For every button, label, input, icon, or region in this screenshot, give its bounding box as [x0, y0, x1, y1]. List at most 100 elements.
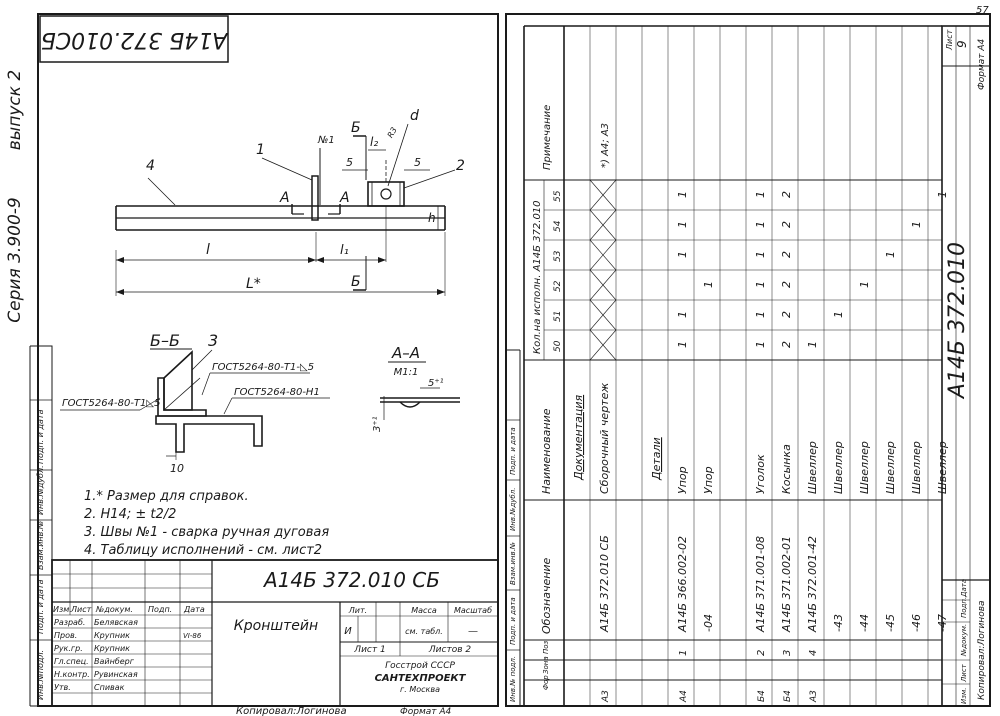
sheets-value: Листов 2 [428, 645, 471, 655]
row-name-8: Косынка [780, 444, 793, 494]
head-date: Дата [183, 605, 205, 614]
row-name-3: Детали [650, 437, 663, 481]
row-fmt-1: А3 [601, 690, 611, 703]
zone-label-zone: Зона [542, 656, 550, 674]
dim-b-bottom: Б [351, 274, 361, 290]
row-name-4: Упор [676, 466, 689, 494]
row-qty-8-0: 2 [780, 341, 793, 348]
role-name-2: Крупник [94, 644, 130, 653]
dim-5-left: 5 [346, 156, 353, 169]
header-col-51: 51 [553, 311, 563, 322]
right-copied: Копировал:Логинова [977, 600, 987, 700]
row-qty-12-3: 1 [884, 251, 897, 258]
r-side-label-2: Взам.инв.№ [509, 542, 517, 585]
row-designation-4: А14Б 366.002-02 [676, 536, 689, 633]
side-label-4: Подп. и дата [36, 409, 45, 464]
row-qty-13-4: 1 [910, 221, 923, 228]
row-qty-8-5: 2 [780, 191, 793, 198]
row-qty-4-5: 1 [676, 191, 689, 198]
right-code: А14Б 372.010 [945, 242, 970, 400]
side-label-2: Взам.инв.№ [36, 521, 45, 570]
row-qty-4-0: 1 [676, 341, 689, 348]
row-pos-4: 1 [678, 650, 689, 656]
dim-l1: l₁ [340, 243, 349, 258]
row-qty-5-2: 1 [702, 281, 715, 288]
zone-label-fmt: Фор [542, 675, 550, 690]
r-side-label-1: Подп. и дата [509, 597, 517, 645]
row-designation-11: -44 [858, 614, 871, 632]
right-side-stamp: Инв.№ подл. Подп. и дата Взам.инв.№ Инв.… [506, 349, 521, 706]
row-pos-8: 3 [782, 650, 793, 656]
sheet-number: 57 [976, 5, 989, 16]
header-name: Наименование [540, 408, 553, 494]
row-qty-11-2: 1 [858, 281, 871, 288]
role-1: Пров. [54, 631, 77, 640]
row-name-0: Документация [572, 394, 585, 481]
right-sheet: 57 ФорЗонаПозОбозначениеНаименованиеКол.… [505, 5, 991, 707]
note-2: 2. Н14; ± t2/2 [84, 507, 176, 522]
title-name: Кронштейн [234, 618, 318, 634]
role-0: Разраб. [54, 618, 85, 627]
row-name-13: Швеллер [910, 441, 923, 494]
title-code: А14Б 372.010 СБ [262, 568, 440, 592]
row-name-7: Уголок [754, 454, 767, 494]
callout-4: 4 [146, 158, 155, 174]
dim-h: h [428, 211, 436, 225]
stamp-head-4: Дата [960, 579, 968, 598]
right-sheet-value: 9 [955, 40, 969, 48]
row-fmt-4: А4 [679, 690, 689, 703]
weld-2: ГОСТ5264-80-Н1 [234, 387, 320, 398]
issue-label: выпуск 2 [5, 70, 25, 150]
note-1: 1.* Размер для справок. [84, 489, 249, 504]
stamp-head-0: Изм. [960, 688, 968, 704]
side-label-1: Подп. и дата [36, 579, 45, 634]
row-qty-4-1: 1 [676, 311, 689, 318]
row-qty-7-4: 1 [754, 221, 767, 228]
row-name-9: Швеллер [806, 441, 819, 494]
stamp-head-2: №докум. [960, 624, 968, 657]
rotated-code: А14Б 372.010СБ [41, 27, 230, 52]
role-4: Н.контр. [54, 670, 90, 679]
section-bb-label: Б–Б [150, 331, 180, 350]
code-box [39, 15, 229, 63]
spec-table: ФорЗонаПозОбозначениеНаименованиеКол.на … [523, 25, 949, 707]
row-qty-7-5: 1 [754, 191, 767, 198]
header-col-53: 53 [553, 250, 563, 262]
left-format: Формат А4 [400, 707, 452, 716]
row-qty-9-0: 1 [806, 341, 819, 348]
r-side-label-4: Подп. и дата [509, 427, 517, 475]
head-sign: Подп. [148, 605, 172, 614]
section-bb: Б–Б 3 10 ГОСТ5264-80-Т1-◺5 ГОСТ5264-80-Н… [60, 331, 330, 475]
org-1: Госстрой СССР [385, 661, 455, 671]
right-format: Формат А4 [977, 38, 987, 90]
row-note-1: *) А4; А3 [600, 123, 611, 168]
section-aa-scale: М1:1 [394, 367, 419, 378]
lit-head: Лит. [348, 606, 367, 615]
callout-no1: №1 [317, 135, 335, 146]
row-designation-9: А14Б 372.001-42 [806, 536, 819, 633]
head-izm: Изм. [53, 605, 72, 614]
row-qty-4-4: 1 [676, 221, 689, 228]
zone-label-pos: Поз [542, 640, 550, 654]
head-list: Лист [70, 605, 92, 614]
main-view: 4 1 №1 d R3 2 Б Б А А l₂ 5 5 h l l₁ L* [115, 108, 465, 296]
row-designation-12: -45 [884, 614, 897, 632]
row-name-5: Упор [702, 466, 715, 494]
left-copied: Копировал:Логинова [236, 706, 347, 716]
row-qty-8-1: 2 [780, 311, 793, 318]
callout-3: 3 [208, 331, 218, 350]
r-side-label-0: Инв.№ подл. [509, 656, 517, 702]
section-aa-label: А–А [391, 344, 420, 362]
row-designation-5: -04 [702, 614, 715, 632]
weld-3: ГОСТ5264-80-Т1◺5 [62, 398, 160, 409]
org-3: г. Москва [400, 685, 440, 694]
dim-a-left: А [279, 190, 290, 206]
mass-head: Масса [411, 606, 437, 615]
stamp-head-1: Лист [960, 663, 968, 683]
title-block: А14Б 372.010 СБ Кронштейн Изм. Лист №док… [51, 559, 499, 707]
row-designation-13: -46 [910, 614, 923, 632]
row-pos-9: 4 [808, 650, 819, 656]
row-pos-7: 2 [756, 650, 767, 656]
head-doc: №докум. [95, 605, 133, 614]
right-sheet-head: Лист [945, 29, 954, 51]
